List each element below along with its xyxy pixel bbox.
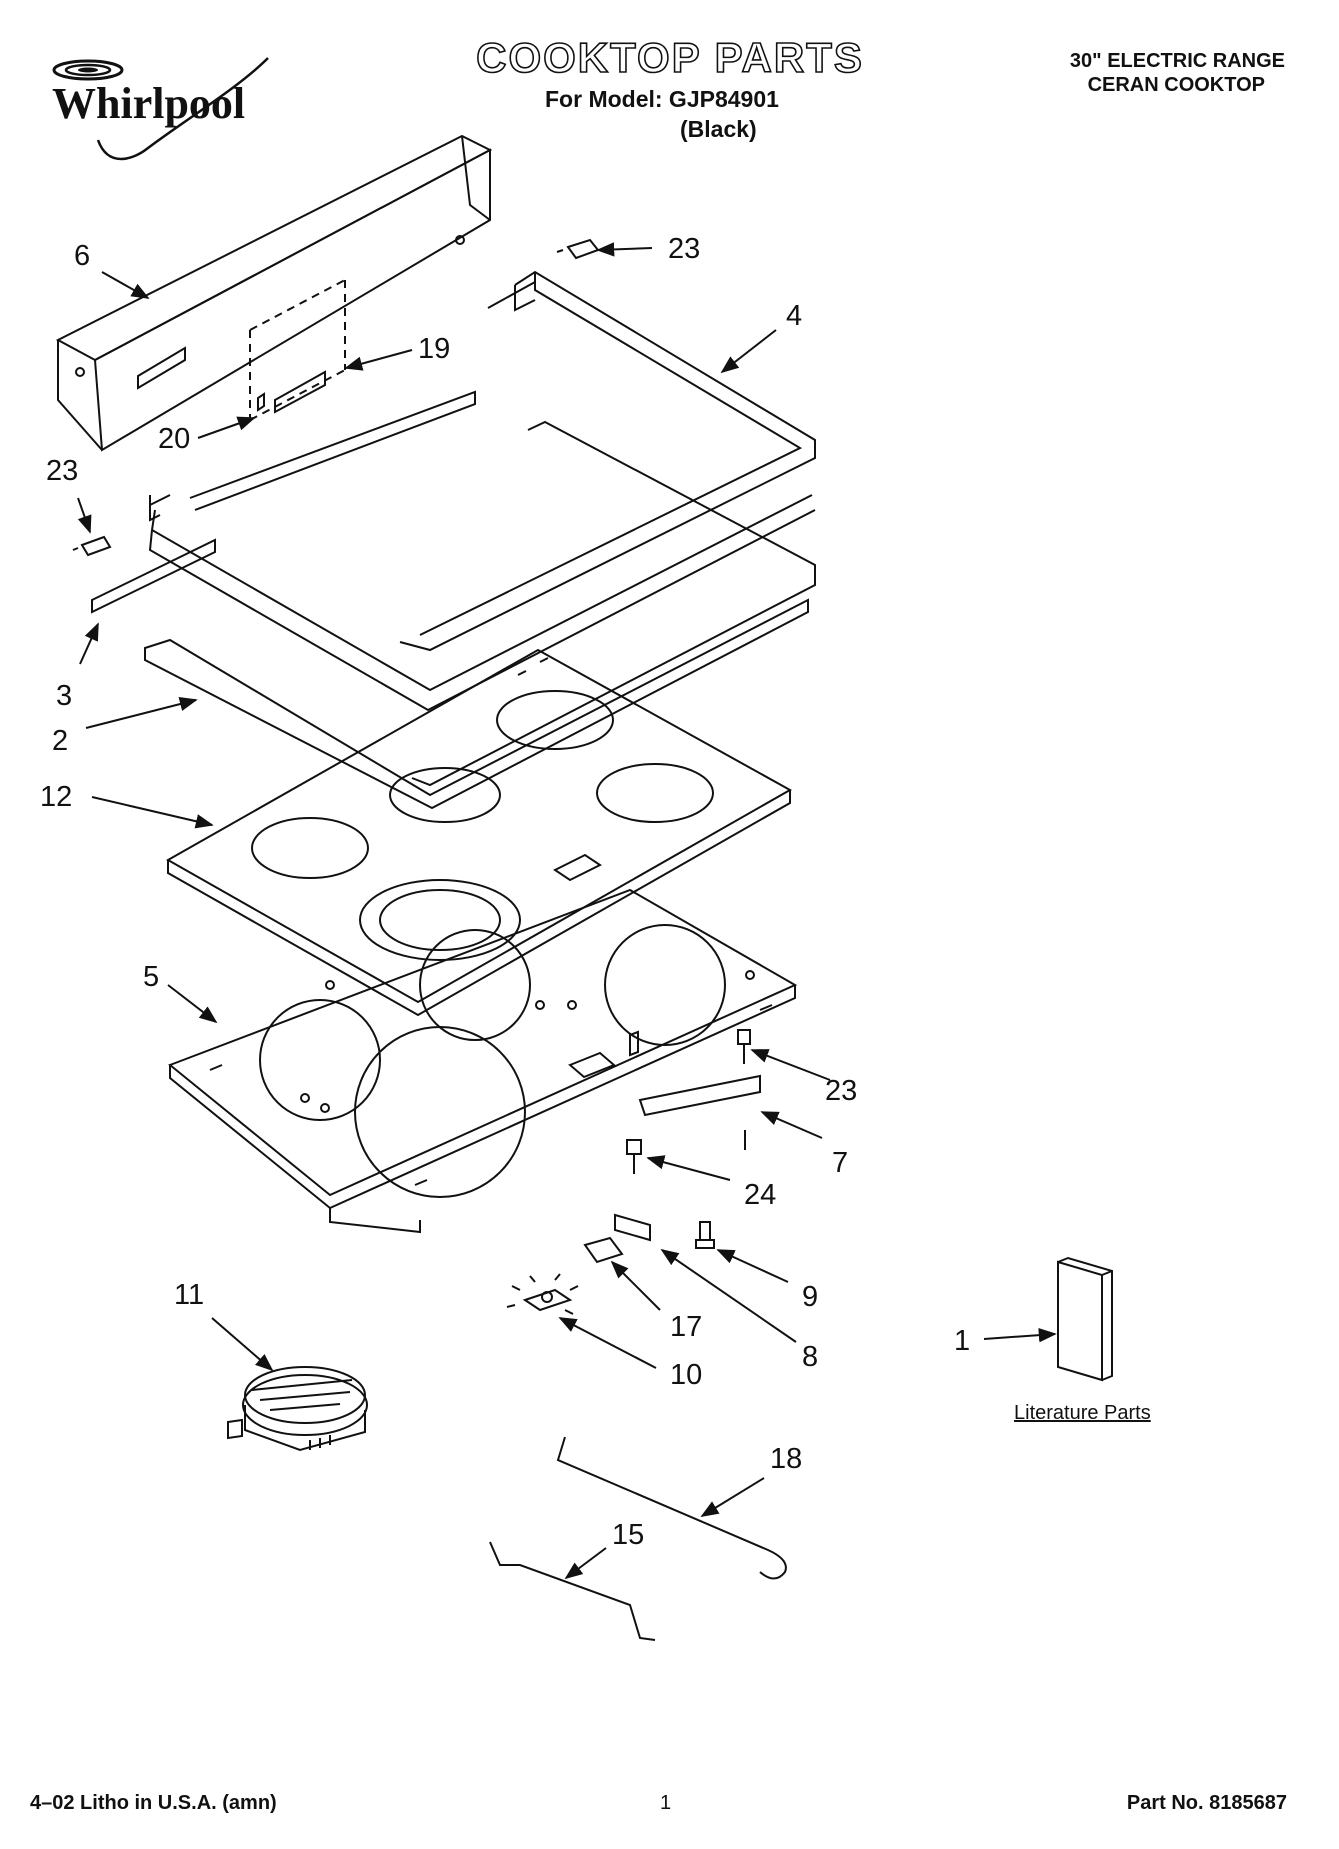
page-title: COOKTOP PARTS: [475, 33, 864, 82]
callout-23-right: 23: [825, 1075, 857, 1107]
leader-19: [344, 349, 413, 371]
callout-24: 24: [744, 1179, 776, 1211]
whirlpool-logo: Whirlpool: [38, 48, 278, 173]
callout-19: 19: [418, 333, 450, 365]
footer-litho: 4–02 Litho in U.S.A. (amn): [30, 1792, 277, 1814]
range-type-line2: CERAN COOKTOP: [1087, 74, 1265, 96]
callout-10: 10: [670, 1359, 702, 1391]
callout-4: 4: [786, 300, 802, 332]
callout-9: 9: [802, 1281, 818, 1313]
leader-4: [720, 329, 777, 374]
part-4-side-strip: [411, 420, 816, 787]
callout-23-left: 23: [46, 455, 78, 487]
part-5-burner-box: [168, 888, 798, 1234]
part-8-bracket: [614, 1213, 651, 1242]
part-23-screw-left: [72, 535, 112, 557]
leader-8: [660, 1248, 797, 1343]
callout-11: 11: [174, 1279, 204, 1311]
callout-20: 20: [158, 423, 190, 455]
leader-20: [197, 416, 256, 439]
part-23-screw-top: [556, 238, 600, 260]
part-15-wire: [489, 1541, 656, 1641]
model-number: For Model: GJP84901: [545, 86, 779, 112]
part-7-bracket: [638, 1074, 761, 1150]
part-1-literature: [1057, 1256, 1113, 1382]
leader-18: [700, 1477, 765, 1517]
part-4-rear-frame: [399, 270, 816, 652]
part-23-screw-right: [737, 1029, 751, 1064]
leader-6: [101, 271, 150, 299]
callout-18: 18: [770, 1443, 802, 1475]
part-18-wire: [556, 1436, 787, 1580]
leader-1: [983, 1327, 1057, 1343]
leader-23-top: [596, 242, 653, 257]
leader-17: [610, 1260, 661, 1311]
callout-8: 8: [802, 1341, 818, 1373]
callout-17: 17: [670, 1311, 702, 1343]
part-9-bolt: [695, 1221, 715, 1249]
leader-7: [760, 1111, 823, 1139]
part-6-backguard: [55, 134, 493, 452]
callout-2: 2: [52, 725, 68, 757]
leader-2: [85, 697, 198, 729]
part-12-glass-cooktop: [165, 648, 793, 1017]
part-2-gasket: [144, 598, 809, 810]
callout-1: 1: [954, 1325, 970, 1357]
footer-page-number: 1: [660, 1792, 672, 1814]
callout-15: 15: [612, 1519, 644, 1551]
leader-24: [646, 1155, 731, 1181]
part-2-front-frame: [148, 390, 816, 712]
literature-parts-label: Literature Parts: [1014, 1402, 1151, 1424]
leader-23-left: [77, 497, 92, 534]
brand-text: Whirlpool: [52, 79, 245, 128]
part-11-radiant-element: [227, 1366, 368, 1452]
range-type-line1: 30" ELECTRIC RANGE: [1069, 50, 1285, 72]
part-24-screw: [626, 1139, 642, 1174]
callout-23-top: 23: [668, 233, 700, 265]
callout-6: 6: [74, 240, 90, 272]
part-10-limit-switch: [506, 1273, 579, 1315]
callout-7: 7: [832, 1147, 848, 1179]
leader-15: [564, 1547, 607, 1580]
leader-11: [211, 1317, 274, 1372]
leader-23-right: [750, 1049, 831, 1081]
model-color: (Black): [680, 116, 757, 142]
leader-9: [716, 1249, 789, 1283]
footer-part-number: Part No. 8185687: [1126, 1792, 1287, 1814]
leader-10: [558, 1317, 657, 1369]
part-3-trim-strip: [91, 538, 216, 614]
leader-5: [167, 984, 218, 1024]
callout-5: 5: [143, 961, 159, 993]
part-17-clip: [583, 1236, 624, 1264]
callout-12: 12: [40, 781, 72, 813]
callout-3: 3: [56, 680, 72, 712]
leader-3: [79, 622, 99, 665]
leader-12: [91, 796, 214, 829]
